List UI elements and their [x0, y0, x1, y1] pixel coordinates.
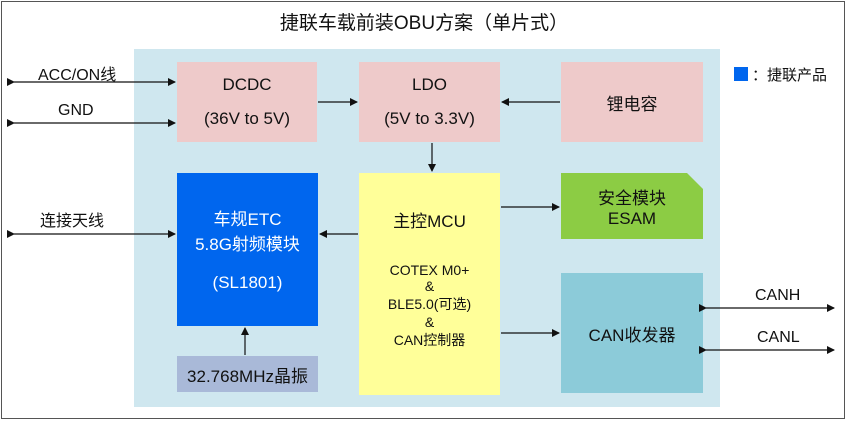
- etc-line2: 5.8G射频模块: [195, 235, 300, 254]
- mcu-amp1: &: [424, 278, 435, 294]
- dcdc-name: DCDC: [222, 75, 272, 94]
- canh-label: CANH: [755, 287, 801, 304]
- crystal-block: 32.768MHz晶振: [177, 356, 318, 392]
- ldo-spec: (5V to 3.3V): [384, 109, 475, 128]
- etc-line1: 车规ETC: [213, 210, 282, 229]
- ldo-name: LDO: [412, 75, 447, 94]
- canl-label: CANL: [757, 329, 800, 346]
- supercap-block: 锂电容: [561, 62, 703, 142]
- dcdc-spec: (36V to 5V): [204, 109, 290, 128]
- diagram-title: 捷联车载前装OBU方案（单片式）: [279, 13, 569, 34]
- mcu-block: 主控MCU COTEX M0+ & BLE5.0(可选) & CAN控制器: [359, 173, 500, 395]
- crystal-name: 32.768MHz晶振: [187, 366, 308, 386]
- can-transceiver-block: CAN收发器: [561, 273, 703, 393]
- acc-label: ACC/ON线: [38, 67, 117, 84]
- mcu-ble: BLE5.0(可选): [387, 296, 472, 312]
- etc-line3: (SL1801): [212, 273, 283, 292]
- mcu-amp2: &: [424, 314, 435, 330]
- mcu-can-controller: CAN控制器: [393, 332, 466, 348]
- legend-swatch: [734, 67, 748, 81]
- supercap-name: 锂电容: [606, 94, 658, 114]
- mcu-name: 主控MCU: [393, 212, 466, 231]
- esam-line1: 安全模块: [598, 188, 666, 208]
- etc-rf-module-block: 车规ETC 5.8G射频模块 (SL1801): [177, 173, 318, 326]
- ldo-block: LDO (5V to 3.3V): [359, 62, 500, 142]
- antenna-label: 连接天线: [40, 213, 105, 230]
- mcu-core: COTEX M0+: [389, 262, 470, 278]
- legend-text: ：捷联产品: [752, 67, 828, 84]
- can-name: CAN收发器: [588, 325, 676, 345]
- esam-block: 安全模块 ESAM: [561, 173, 703, 239]
- dcdc-block: DCDC (36V to 5V): [177, 62, 317, 142]
- esam-line2: ESAM: [607, 208, 657, 228]
- gnd-label: GND: [58, 102, 94, 119]
